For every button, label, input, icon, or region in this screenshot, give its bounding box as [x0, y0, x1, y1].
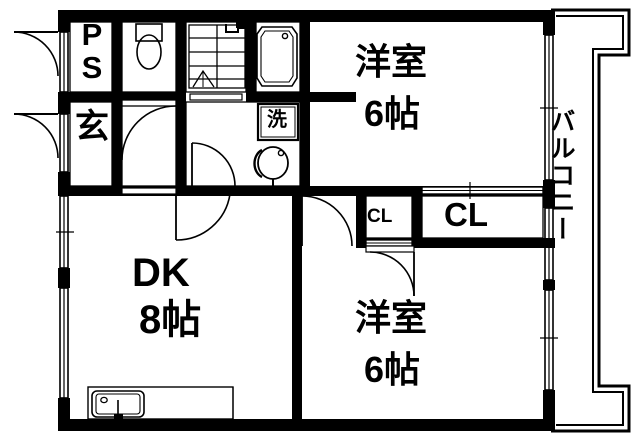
washing-machine-box	[256, 102, 300, 142]
room-label-balcony: バルコニー	[547, 108, 575, 243]
washroom-door[interactable]	[191, 142, 236, 187]
room-label-genkan: 玄	[75, 108, 109, 146]
entrance-door-lower[interactable]	[13, 113, 59, 159]
bedroom-bottom-door[interactable]	[365, 245, 415, 297]
window-dk-west-lower	[59, 287, 69, 399]
balcony-outline	[551, 8, 631, 433]
interior-walls	[58, 10, 555, 431]
room-label-bedroom-top-size: 6帖	[364, 93, 421, 134]
bathtub-icon	[256, 26, 298, 87]
kitchen-sink-icon	[91, 390, 145, 419]
window-entrance-upper	[59, 31, 69, 93]
room-label-dk-size: 8帖	[139, 298, 202, 342]
room-label-washroom: 洗	[267, 109, 287, 131]
corridor-hairlines	[232, 256, 297, 419]
sink-basin-icon	[253, 146, 289, 186]
closet-small-door[interactable]	[365, 239, 413, 247]
dk-hall-door[interactable]	[121, 187, 231, 241]
window-bedroom-bottom-east-2	[540, 289, 558, 391]
window-entrance-lower	[59, 113, 69, 173]
room-label-dk-name: DK	[132, 251, 190, 295]
room-label-ps: P S	[70, 18, 114, 85]
room-label-bedroom-bottom-size: 6帖	[364, 349, 421, 390]
room-label-closet-large: CL	[444, 196, 488, 233]
closet-large-door[interactable]	[421, 182, 544, 199]
room-label-ps-line1: P	[81, 17, 103, 52]
window-bedroom-top-east	[540, 34, 558, 181]
genkan-hall-door[interactable]	[121, 99, 177, 161]
bath-shelf-icon	[188, 22, 246, 89]
dk-bedroom-door[interactable]	[301, 195, 353, 247]
room-label-bedroom-bottom-name: 洋室	[355, 297, 428, 338]
room-label-ps-line2: S	[81, 50, 103, 86]
room-label-bedroom-top-name: 洋室	[355, 41, 428, 82]
toilet-icon	[135, 23, 163, 70]
entrance-door-upper[interactable]	[13, 31, 59, 77]
room-label-closet-small: CL	[367, 206, 393, 227]
bath-threshold	[189, 93, 243, 101]
